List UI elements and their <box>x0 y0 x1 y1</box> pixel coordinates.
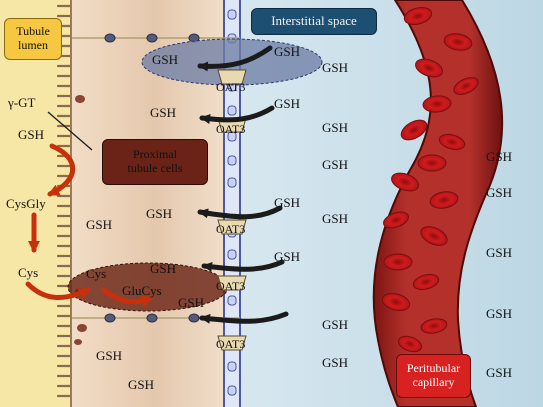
gsh-interstitial-label: GSH <box>322 355 349 370</box>
interstitial-space-text: Interstitial space <box>271 13 357 29</box>
gsh-interstitial-label: GSH <box>274 195 301 210</box>
gamma-gt-pointer <box>47 111 93 151</box>
peritubular-capillary-text: Peritubular capillary <box>406 361 461 389</box>
gsh-cell-label: GSH <box>152 52 179 67</box>
gsh-interstitial-label: GSH <box>322 157 349 172</box>
metabolic-arrows <box>25 143 153 308</box>
gsh-cell-label: GSH <box>86 217 113 232</box>
gsh-cell-label: GSH <box>150 261 177 276</box>
gsh-cell-label: GSH <box>128 377 155 392</box>
tubule-lumen-label: Tubule lumen <box>4 18 62 60</box>
gsh-plasma-label: GSH <box>486 149 513 164</box>
gsh-cell-label: GSH <box>146 206 173 221</box>
gsh-plasma-label: GSH <box>486 306 513 321</box>
brush-border <box>56 4 72 398</box>
oat3-label: OAT3 <box>216 80 246 94</box>
gsh-interstitial-label: GSH <box>322 211 349 226</box>
gsh-interstitial-label: GSH <box>322 60 349 75</box>
cys-lumen-label: Cys <box>18 265 39 280</box>
tubule-lumen-region <box>0 0 70 407</box>
gsh-interstitial-label: GSH <box>322 317 349 332</box>
gsh-plasma-label: GSH <box>486 245 513 260</box>
interstitial-space-label: Interstitial space <box>251 8 377 35</box>
oat3-label: OAT3 <box>216 122 246 136</box>
gsh-cell-label: GSH <box>96 348 123 363</box>
gsh-plasma-label: GSH <box>486 365 513 380</box>
red-blood-cells <box>381 6 479 353</box>
gsh-plasma-label: GSH <box>486 185 513 200</box>
gamma-gt-label: γ-GT <box>8 95 36 110</box>
oat3-label: OAT3 <box>216 279 246 293</box>
oat3-label: OAT3 <box>216 337 246 351</box>
junction-proteins <box>104 33 200 323</box>
gsh-interstitial-label: GSH <box>274 44 301 59</box>
peritubular-capillary-label: Peritubular capillary <box>396 354 471 398</box>
tubule-lumen-text: Tubule lumen <box>16 24 50 52</box>
glucys-label: GluCys <box>122 283 162 298</box>
gsh-synth-label: GSH <box>178 295 205 310</box>
proximal-tubule-cells-label: Proximal tubule cells <box>102 139 208 185</box>
gsh-lumen-label: GSH <box>18 127 45 142</box>
cysgly-label: CysGly <box>6 196 46 211</box>
gsh-interstitial-label: GSH <box>274 249 301 264</box>
gsh-interstitial-label: GSH <box>322 120 349 135</box>
proximal-tubule-cells-text: Proximal tubule cells <box>127 147 183 175</box>
gsh-cell-label: GSH <box>150 105 177 120</box>
basolateral-membrane <box>224 0 240 407</box>
transport-arrows <box>197 45 289 324</box>
cys-cell-label: Cys <box>86 266 107 281</box>
oat3-complex-oval <box>141 38 323 86</box>
oat3-label: OAT3 <box>216 222 246 236</box>
gsh-interstitial-label: GSH <box>274 96 301 111</box>
